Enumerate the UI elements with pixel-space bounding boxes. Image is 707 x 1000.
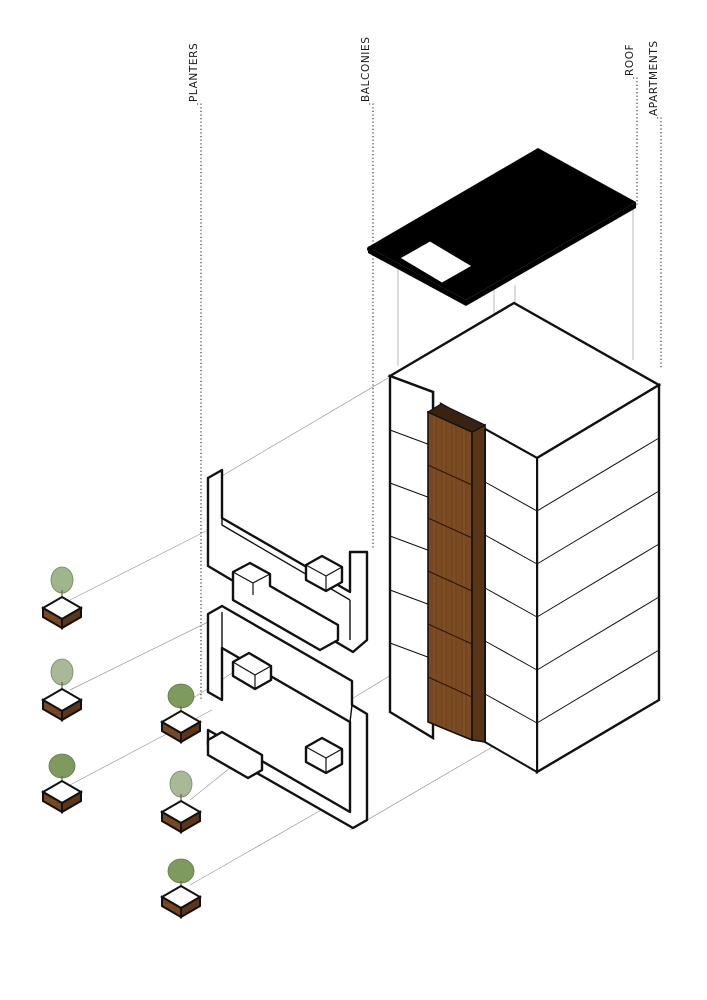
timber-top [426, 403, 487, 433]
roof-top [368, 148, 636, 300]
planter-3 [41, 753, 83, 814]
roof-corner-marker [367, 246, 373, 252]
tree-foliage [50, 658, 74, 686]
planter-2 [41, 658, 83, 722]
balcony-lower-block-a [231, 651, 273, 691]
balconies-leader [369, 103, 374, 548]
apartment-left-face [388, 374, 435, 741]
roof-leader [633, 77, 638, 205]
planters-group [41, 566, 202, 919]
planter-4 [160, 683, 202, 744]
roof-skylight [399, 240, 473, 284]
tree-foliage [167, 858, 195, 884]
planter-5 [160, 770, 202, 834]
roof-label: ROOF [624, 44, 636, 76]
apartment-block [387, 301, 662, 775]
roof-edge-side [466, 202, 636, 306]
timber-front [427, 410, 473, 742]
planter-1 [41, 566, 83, 630]
roof-edge [368, 247, 466, 306]
timber-cladding [426, 403, 487, 743]
floor-lines-front [484, 481, 538, 724]
apartments-label: APARTMENTS [648, 40, 660, 116]
apartment-front-face [484, 427, 538, 774]
tree-foliage [167, 683, 195, 709]
floor-lines-right [536, 437, 660, 724]
roof-slab [367, 148, 636, 306]
timber-side [471, 423, 486, 743]
apartments-leader [657, 117, 662, 368]
planters-label: PLANTERS [188, 43, 200, 102]
planter-6 [160, 858, 202, 919]
balconies-group [206, 468, 369, 830]
balconies-label: BALCONIES [360, 37, 372, 102]
tree-foliage [48, 753, 76, 779]
balcony-lower-bar [206, 730, 264, 780]
balcony-lower-inner [221, 612, 353, 723]
balcony-lower-block-b [304, 736, 344, 775]
floor-lines-left [389, 429, 434, 660]
tree-foliage [169, 770, 193, 798]
planters-leader [197, 103, 202, 700]
balcony-upper-block [304, 554, 344, 593]
label-leaders [197, 77, 662, 700]
tree-foliage [50, 566, 74, 594]
